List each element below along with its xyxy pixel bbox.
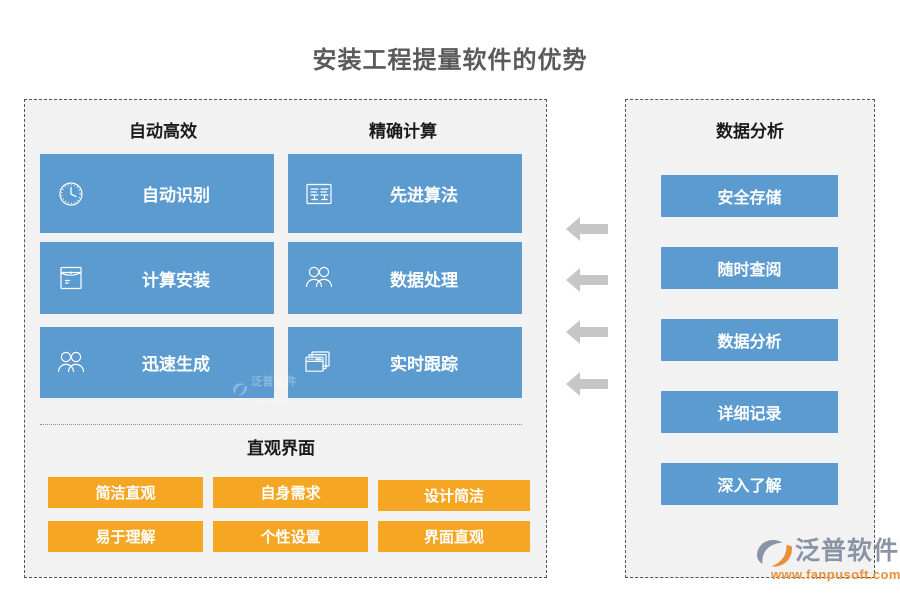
arrow-left-icon-3 <box>566 318 608 346</box>
page-title: 安装工程提量软件的优势 <box>312 47 588 74</box>
section-divider <box>40 424 522 425</box>
fanpu-mark-icon <box>757 540 792 567</box>
people-icon <box>288 264 350 292</box>
column-heading-data: 数据分析 <box>716 122 784 141</box>
feature-card-label: 计算安装 <box>142 270 210 290</box>
feature-card-label: 数据处理 <box>390 270 458 290</box>
column-heading-calc: 精确计算 <box>369 122 437 141</box>
logo-brand-text: 泛普软件 <box>795 537 900 565</box>
clock-icon <box>40 179 102 209</box>
data-card-anytime-access[interactable]: 随时查阅 <box>661 247 838 289</box>
feature-card-label: 先进算法 <box>390 186 458 205</box>
feature-card-install-calc[interactable]: 计算安装 <box>40 242 274 314</box>
tag-simple-design[interactable]: 设计简洁 <box>378 480 530 511</box>
tag-own-needs[interactable]: 自身需求 <box>213 477 368 508</box>
data-card-deep-insight[interactable]: 深入了解 <box>661 463 838 505</box>
tag-easy-understand[interactable]: 易于理解 <box>48 521 203 552</box>
feature-card-label: 实时跟踪 <box>390 355 458 374</box>
feature-card-data-processing[interactable]: 数据处理 <box>288 242 522 314</box>
feature-card-label: 迅速生成 <box>142 355 210 374</box>
tag-personalized-settings[interactable]: 个性设置 <box>213 521 368 552</box>
feature-card-auto-recognition[interactable]: 自动识别 <box>40 154 274 233</box>
logo-url-text: www.fanpusoft.com <box>771 567 900 582</box>
section-heading-ui: 直观界面 <box>247 439 315 458</box>
feature-card-advanced-algorithm[interactable]: 先进算法 <box>288 154 522 233</box>
feature-card-label: 自动识别 <box>142 186 210 205</box>
column-heading-auto: 自动高效 <box>129 122 197 141</box>
tag-simple-intuitive[interactable]: 简洁直观 <box>48 477 203 508</box>
arrow-left-icon-2 <box>566 266 608 294</box>
arrow-left-icon-4 <box>566 370 608 398</box>
arrow-left-icon-1 <box>566 215 608 243</box>
windows-stack-icon <box>288 348 350 377</box>
tag-intuitive-interface[interactable]: 界面直观 <box>378 521 530 552</box>
fanpu-logo: 泛普软件 www.fanpusoft.com <box>755 536 900 588</box>
document-list-icon <box>288 181 350 207</box>
feature-card-realtime-tracking[interactable]: 实时跟踪 <box>288 327 522 398</box>
data-card-secure-storage[interactable]: 安全存储 <box>661 175 838 217</box>
envelope-icon <box>40 263 102 293</box>
feature-card-fast-generate[interactable]: 迅速生成 <box>40 327 274 398</box>
data-card-detailed-records[interactable]: 详细记录 <box>661 391 838 433</box>
data-card-data-analysis[interactable]: 数据分析 <box>661 319 838 361</box>
people-icon <box>40 349 102 377</box>
